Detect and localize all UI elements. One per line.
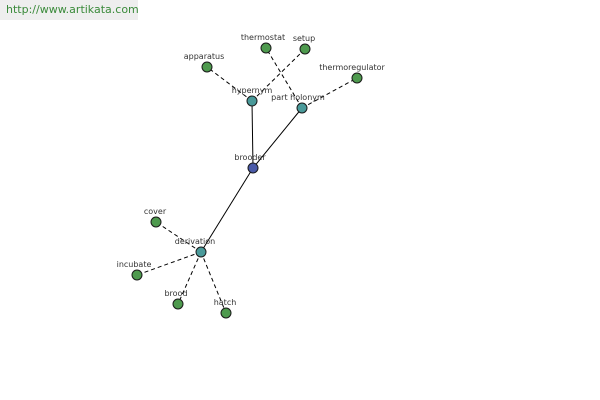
source-url-text[interactable]: http://www.artikata.com	[6, 3, 139, 16]
leaf-thermoregulator-label[interactable]: thermoregulator	[319, 63, 385, 72]
relation-part-holonym-label[interactable]: part holonym	[271, 93, 325, 102]
relation-hypernym-node[interactable]	[246, 95, 258, 107]
graph-labels: brooder hypernym apparatus setup part holony…	[117, 33, 386, 307]
edge-derivation-hatch	[200, 251, 227, 314]
edge-brooder-derivation	[200, 167, 254, 253]
source-url-banner[interactable]: http://www.artikata.com	[0, 0, 139, 20]
edge-brooder-hypernym	[251, 100, 254, 169]
leaf-incubate-node[interactable]	[131, 269, 143, 281]
leaf-setup-label[interactable]: setup	[293, 34, 315, 43]
leaf-setup-node[interactable]	[299, 43, 311, 55]
center-brooder-node[interactable]	[247, 162, 259, 174]
leaf-cover-label[interactable]: cover	[144, 207, 167, 216]
leaf-hatch-label[interactable]: hatch	[214, 298, 237, 307]
leaf-brood-node[interactable]	[172, 298, 184, 310]
leaf-brood-label[interactable]: brood	[164, 289, 187, 298]
graph-edges	[136, 47, 358, 314]
leaf-thermostat-label[interactable]: thermostat	[241, 33, 285, 42]
graph-nodes	[131, 42, 363, 319]
edge-derivation-brood	[177, 251, 202, 305]
leaf-hatch-node[interactable]	[220, 307, 232, 319]
relation-hypernym-label[interactable]: hypernym	[232, 86, 273, 95]
leaf-incubate-label[interactable]: incubate	[117, 260, 152, 269]
edge-hypernym-apparatus	[206, 66, 253, 102]
leaf-thermostat-node[interactable]	[260, 42, 272, 54]
edge-derivation-incubate	[136, 251, 202, 276]
relation-part-holonym-node[interactable]	[296, 102, 308, 114]
edge-derivation-cover	[155, 221, 202, 253]
edge-part-holonym-thermostat	[265, 47, 303, 109]
relation-derivation-label[interactable]: derivation	[175, 237, 215, 246]
edge-part-holonym-thermoregulator	[301, 77, 358, 109]
edge-brooder-part-holonym	[252, 107, 303, 169]
leaf-apparatus-node[interactable]	[201, 61, 213, 73]
leaf-cover-node[interactable]	[150, 216, 162, 228]
center-brooder-label[interactable]: brooder	[234, 153, 266, 162]
relation-derivation-node[interactable]	[195, 246, 207, 258]
leaf-thermoregulator-node[interactable]	[351, 72, 363, 84]
edge-hypernym-setup	[251, 48, 306, 102]
leaf-apparatus-label[interactable]: apparatus	[184, 52, 225, 61]
